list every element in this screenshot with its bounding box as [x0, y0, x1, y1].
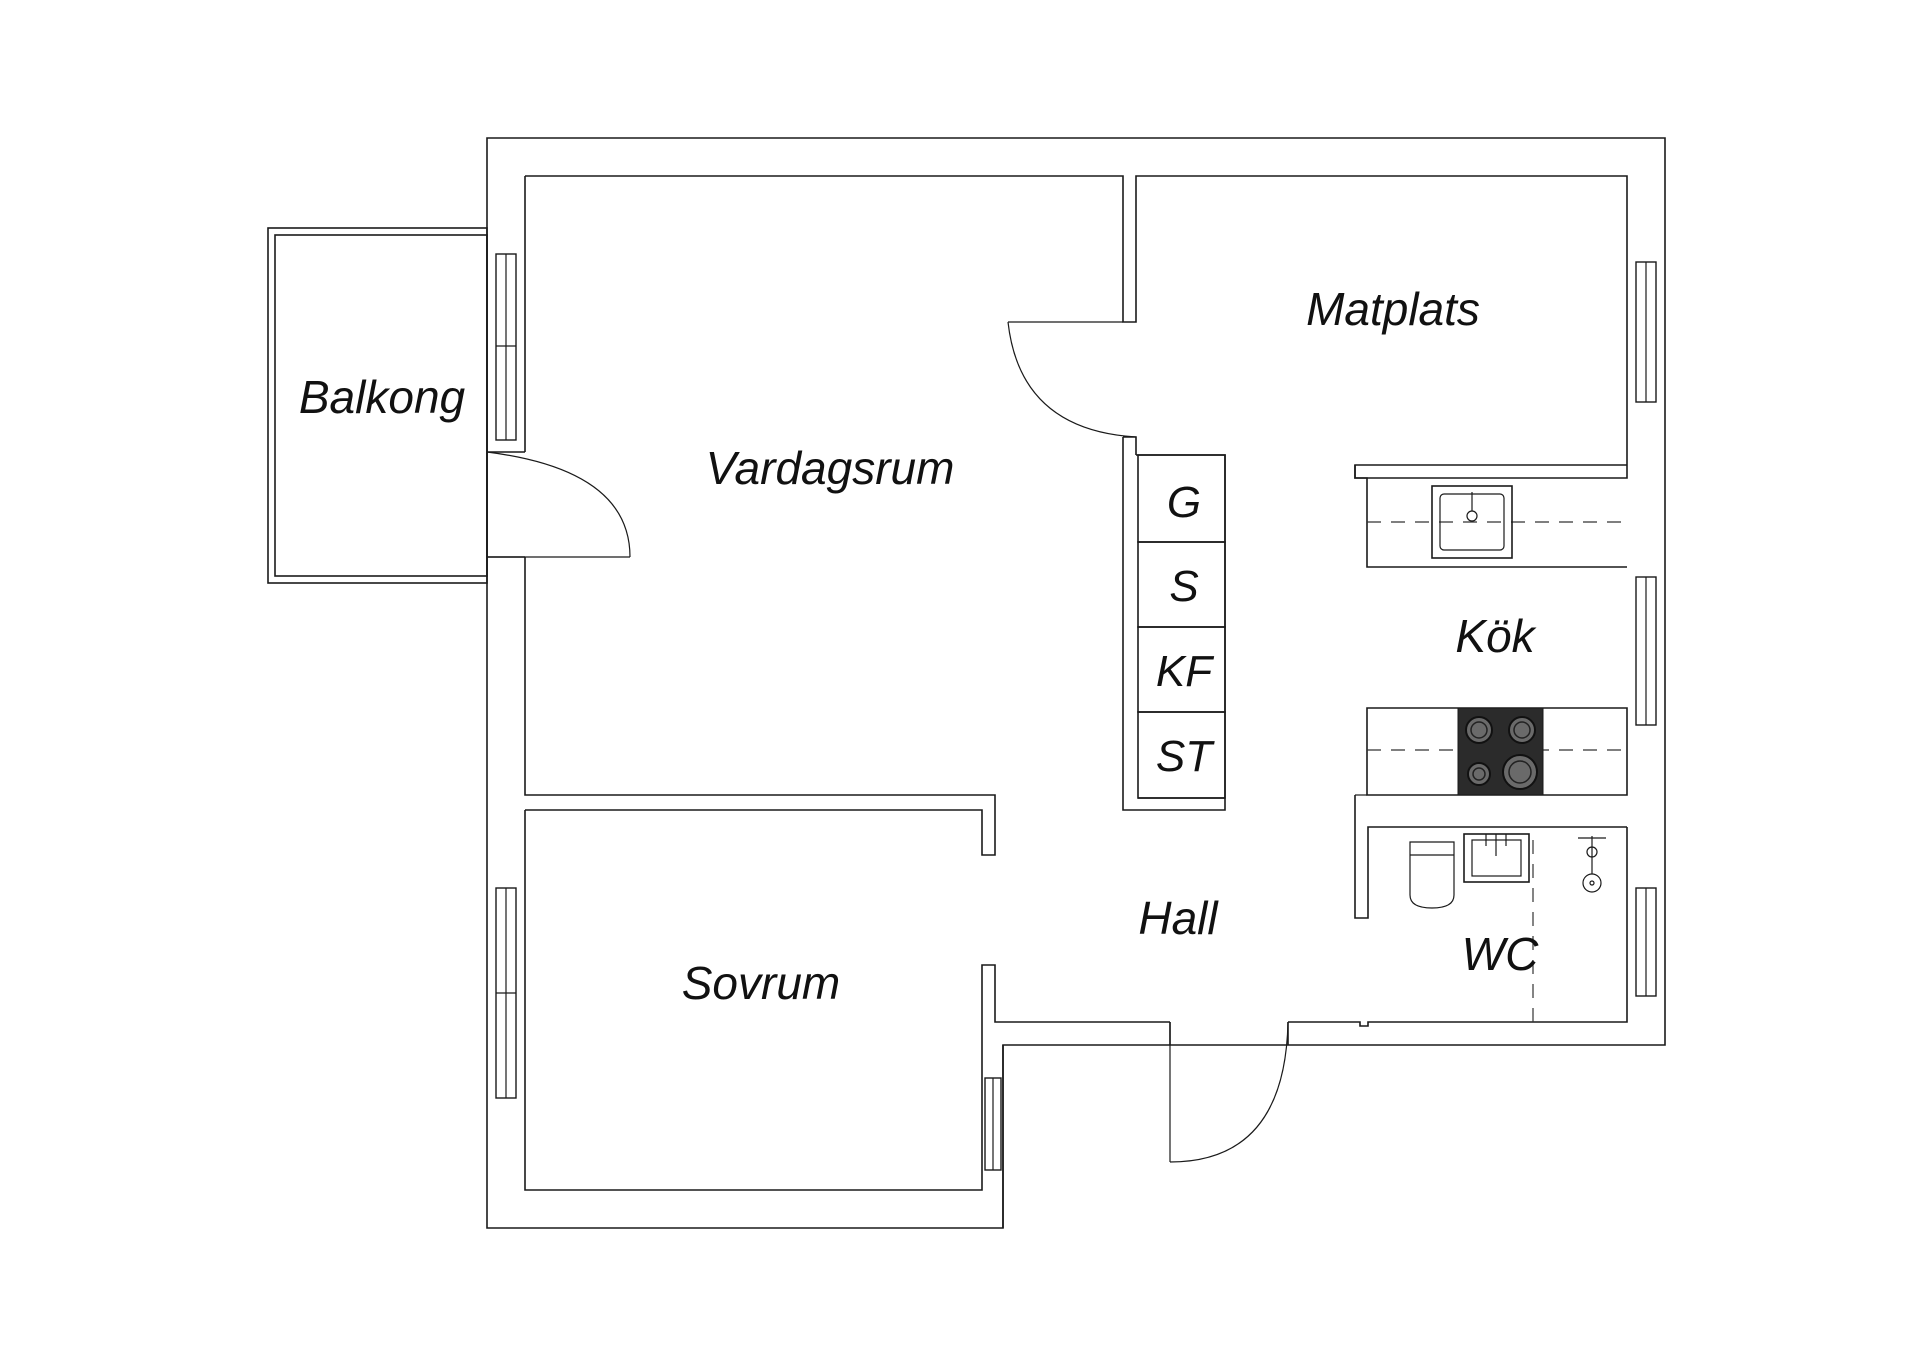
wc [1354, 794, 1627, 1022]
closet-label-s: S [1169, 562, 1198, 611]
closet-label-kf: KF [1156, 647, 1214, 696]
outer-walls [486, 137, 1666, 1229]
room-label-sovrum: Sovrum [682, 957, 840, 1009]
doors [486, 321, 1289, 1163]
room-label-matplats: Matplats [1306, 283, 1480, 335]
kitchen [1354, 465, 1628, 796]
closet-label-st: ST [1156, 732, 1215, 781]
room-label-wc: WC [1462, 928, 1539, 980]
shower-icon [1578, 836, 1606, 893]
room-label-vardagsrum: Vardagsrum [706, 442, 955, 494]
closet-label-g: G [1167, 478, 1201, 527]
windows [495, 253, 1657, 1171]
toilet-icon [1409, 841, 1455, 909]
room-label-kok: Kök [1455, 610, 1536, 662]
room-label-hall: Hall [1138, 892, 1219, 944]
balcony [267, 227, 488, 584]
room-label-balkong: Balkong [299, 371, 466, 423]
closet-stack [1122, 437, 1226, 811]
